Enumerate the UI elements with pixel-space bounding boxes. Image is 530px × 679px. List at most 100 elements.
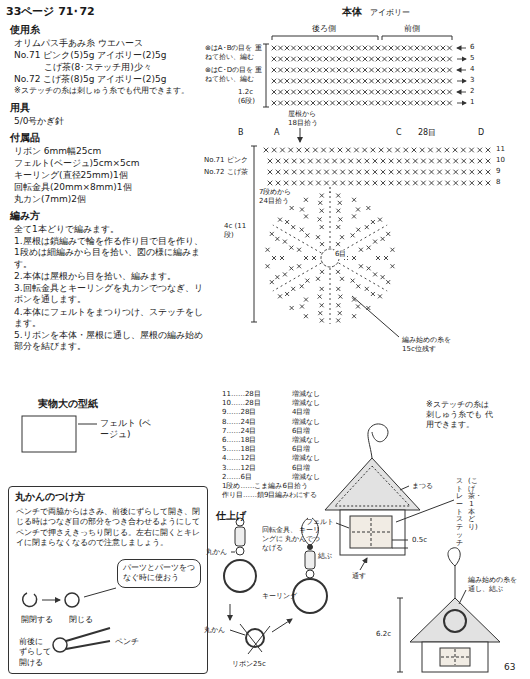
single-crochet-symbol <box>415 101 420 106</box>
label-text: 編み方 <box>10 210 40 223</box>
single-crochet-symbol <box>336 242 340 246</box>
label-text: 増減なし <box>292 399 320 408</box>
single-crochet-symbol <box>291 57 296 62</box>
single-crochet-symbol <box>276 170 281 175</box>
single-crochet-symbol <box>478 170 483 175</box>
single-crochet-symbol <box>395 79 400 84</box>
single-crochet-symbol <box>434 68 439 73</box>
label-text: 増減なし <box>292 418 320 427</box>
single-crochet-symbol <box>373 159 378 164</box>
row-arrow <box>457 92 466 93</box>
single-crochet-symbol <box>278 79 283 84</box>
single-crochet-symbol <box>373 272 377 276</box>
single-crochet-symbol <box>470 170 475 175</box>
single-crochet-symbol <box>382 79 387 84</box>
single-crochet-symbol <box>272 256 276 260</box>
single-crochet-symbol <box>408 57 413 62</box>
label-text: 本体 <box>342 6 362 19</box>
single-crochet-symbol <box>338 201 342 205</box>
single-crochet-symbol <box>447 46 452 51</box>
single-crochet-symbol <box>350 101 355 106</box>
single-crochet-symbol <box>408 68 413 73</box>
single-crochet-symbol <box>367 266 371 270</box>
single-crochet-symbol <box>441 68 446 73</box>
label-text: 6目増 <box>292 445 310 454</box>
single-crochet-symbol <box>289 266 293 270</box>
step-arrow <box>42 600 60 601</box>
single-crochet-symbol <box>441 57 446 62</box>
single-crochet-symbol <box>352 298 356 302</box>
single-crochet-symbol <box>434 101 439 106</box>
dimension-bracket <box>263 44 269 107</box>
single-crochet-symbol <box>395 46 400 51</box>
single-crochet-symbol <box>351 233 355 237</box>
single-crochet-symbol <box>405 181 410 186</box>
front-bracket <box>382 36 452 40</box>
single-crochet-symbol <box>340 235 344 239</box>
single-crochet-symbol <box>461 159 466 164</box>
single-crochet-symbol <box>305 279 309 283</box>
single-crochet-symbol <box>441 46 446 51</box>
single-crochet-symbol <box>389 57 394 62</box>
label-text: リボン25c <box>232 660 266 669</box>
single-crochet-symbol <box>338 295 342 299</box>
single-crochet-symbol <box>300 228 304 232</box>
single-crochet-symbol <box>280 256 284 260</box>
single-crochet-symbol <box>441 101 446 106</box>
single-crochet-symbol <box>420 148 425 153</box>
single-crochet-symbol <box>386 232 390 236</box>
single-crochet-symbol <box>320 242 324 246</box>
label-text: フェルト <box>306 518 334 527</box>
single-crochet-symbol <box>486 159 491 164</box>
single-crochet-symbol <box>329 148 334 153</box>
single-crochet-symbol <box>352 214 356 218</box>
single-crochet-symbol <box>340 277 344 281</box>
label-text: フェルト(ベージュ)5cm×5cm <box>14 158 139 169</box>
leader-line <box>352 296 399 337</box>
label-text: 結ぶ <box>318 552 332 561</box>
label-text: 6目増 <box>292 427 310 436</box>
single-crochet-symbol <box>402 57 407 62</box>
single-crochet-symbol <box>272 79 277 84</box>
label-text: 7段めから 24目拾う <box>259 188 293 206</box>
single-crochet-symbol <box>356 101 361 106</box>
single-crochet-symbol <box>363 57 368 62</box>
label-text: 6目増 <box>292 464 310 473</box>
single-crochet-symbol <box>304 214 308 218</box>
single-crochet-symbol <box>297 264 301 268</box>
single-crochet-symbol <box>324 46 329 51</box>
single-crochet-symbol <box>359 264 363 268</box>
single-crochet-symbol <box>346 148 351 153</box>
label-text: 7……24目 <box>222 427 256 436</box>
label-text: 丸かん <box>206 548 227 557</box>
single-crochet-symbol <box>437 170 442 175</box>
key-ring <box>444 610 466 632</box>
single-crochet-symbol <box>365 170 370 175</box>
single-crochet-symbol <box>337 90 342 95</box>
single-crochet-symbol <box>441 79 446 84</box>
single-crochet-symbol <box>356 304 360 308</box>
single-crochet-symbol <box>381 159 386 164</box>
leader-line <box>400 486 409 490</box>
single-crochet-symbol <box>266 248 270 252</box>
single-crochet-symbol <box>363 79 368 84</box>
single-crochet-symbol <box>405 170 410 175</box>
single-crochet-symbol <box>321 148 326 153</box>
label-text: 2……6目 <box>222 473 252 482</box>
single-crochet-symbol <box>343 79 348 84</box>
single-crochet-symbol <box>428 68 433 73</box>
label-text: B <box>238 128 244 138</box>
single-crochet-symbol <box>395 57 400 62</box>
label-text: 回転金具(20mm×8mm)1個 <box>14 182 132 193</box>
leader-line <box>459 590 466 604</box>
single-crochet-symbol <box>324 57 329 62</box>
single-crochet-symbol <box>268 159 273 164</box>
single-crochet-symbol <box>363 90 368 95</box>
single-crochet-symbol <box>336 194 340 198</box>
label-text: 後ろ側 <box>312 24 336 34</box>
single-crochet-symbol <box>428 57 433 62</box>
single-crochet-symbol <box>371 148 376 153</box>
single-crochet-symbol <box>340 181 345 186</box>
single-crochet-symbol <box>324 79 329 84</box>
